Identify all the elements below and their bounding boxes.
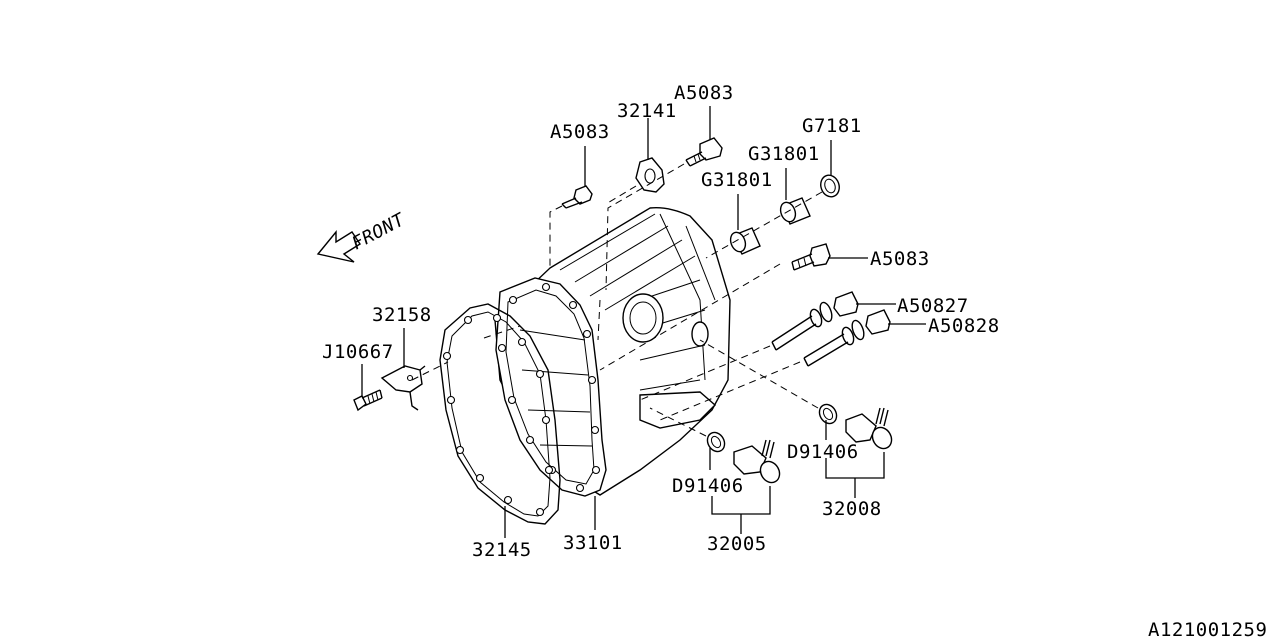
bushing-g31801-lower — [729, 227, 761, 255]
label-32141: 32141 — [617, 100, 677, 122]
front-label: FRONT — [348, 209, 408, 254]
bolt-a50827 — [771, 291, 859, 351]
seal-g7181 — [820, 174, 840, 198]
label-d91406-right: D91406 — [787, 441, 859, 463]
label-a50828: A50828 — [928, 315, 1000, 337]
label-32008: 32008 — [822, 498, 882, 520]
label-a5083-right: A5083 — [870, 248, 930, 270]
gasket — [439, 303, 561, 525]
bracket-32158 — [380, 365, 426, 411]
label-g31801-upper: G31801 — [748, 143, 820, 165]
label-32158: 32158 — [372, 304, 432, 326]
bolt-j10667 — [353, 389, 383, 412]
label-a5083-top-right: A5083 — [674, 82, 734, 104]
gasket-32141 — [635, 157, 665, 193]
label-d91406-left: D91406 — [672, 475, 744, 497]
bolt-a5083-top-right — [685, 137, 723, 167]
part-labels: A5083 32141 A5083 G7181 G31801 G31801 A5… — [322, 82, 1267, 640]
bolt-a5083-right — [791, 243, 831, 271]
label-g7181: G7181 — [802, 115, 862, 137]
bolt-a50828 — [803, 309, 891, 367]
label-j10667: J10667 — [322, 341, 394, 363]
label-a50827: A50827 — [897, 295, 969, 317]
label-33101: 33101 — [563, 532, 623, 554]
bushing-g31801-upper — [779, 197, 811, 225]
label-32005: 32005 — [707, 533, 767, 555]
switch-32008 — [818, 403, 893, 450]
diagram-code: A121001259 — [1148, 619, 1267, 640]
assembly-lines — [411, 163, 823, 437]
transmission-case — [494, 206, 731, 497]
front-direction-arrow: FRONT — [316, 209, 409, 263]
bolt-a5083-top-left — [561, 185, 593, 209]
leader-lines — [361, 106, 926, 538]
label-32145: 32145 — [472, 539, 532, 561]
label-g31801-lower: G31801 — [701, 169, 773, 191]
label-a5083-top-left: A5083 — [550, 121, 610, 143]
switch-32005 — [706, 431, 781, 484]
